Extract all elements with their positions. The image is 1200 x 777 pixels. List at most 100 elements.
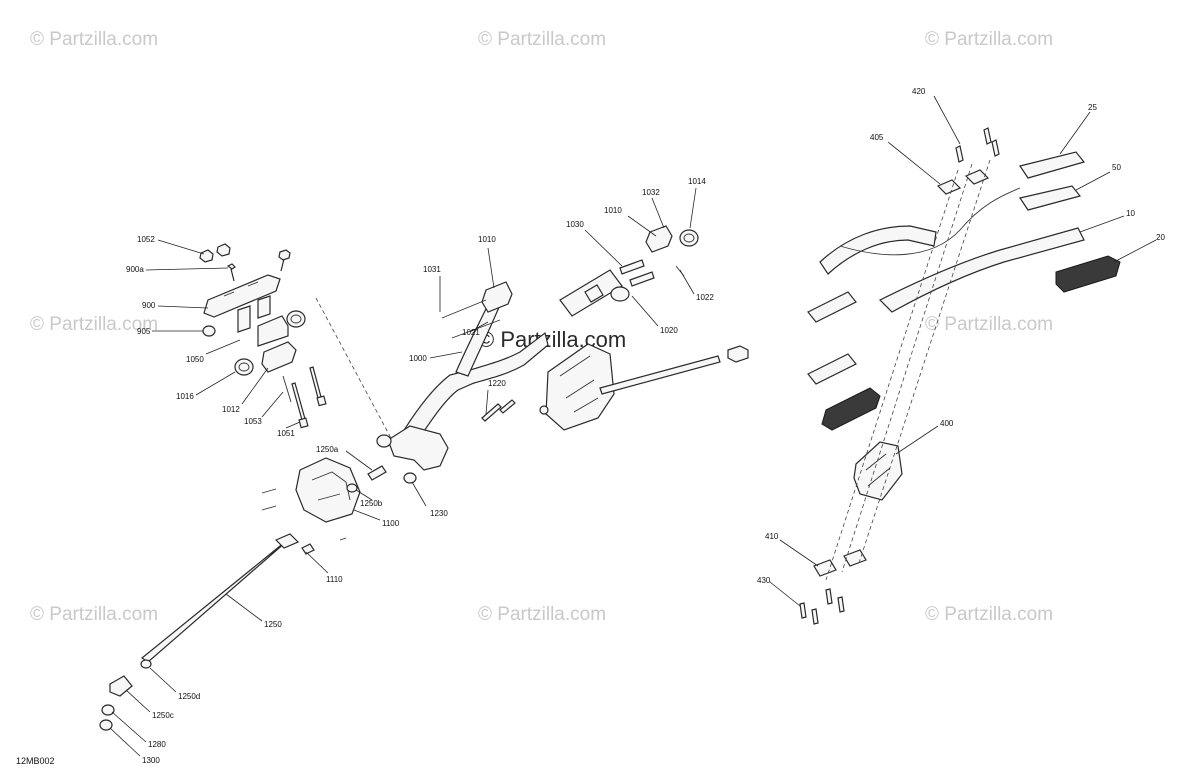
watermark-bottom-left: © Partzilla.com bbox=[30, 604, 158, 625]
screws-left bbox=[261, 488, 347, 541]
callout-labels: 1052 900a 900 905 1050 1016 1012 1053 10… bbox=[126, 87, 1165, 765]
bolt-900a bbox=[226, 263, 236, 282]
handlebar-cluster bbox=[799, 127, 1121, 625]
callout-1110: 1110 bbox=[326, 575, 343, 584]
gear-housing-bolt bbox=[539, 405, 549, 415]
callout-430: 430 bbox=[757, 576, 771, 585]
pin-1053 bbox=[282, 375, 292, 403]
callout-420: 420 bbox=[912, 87, 926, 96]
watermark-top-left: © Partzilla.com bbox=[30, 29, 158, 50]
clamp-410-b bbox=[843, 549, 867, 567]
bolt-1220-b bbox=[499, 399, 516, 414]
callout-400: 400 bbox=[940, 419, 954, 428]
bushing-ring-top-inner bbox=[290, 314, 302, 324]
callout-1250: 1250 bbox=[264, 620, 282, 629]
callout-1052: 1052 bbox=[137, 235, 155, 244]
tie-rod-right bbox=[599, 355, 721, 395]
nut-1052-b bbox=[216, 243, 231, 257]
bushing-ring-1016 bbox=[234, 358, 254, 376]
callout-900a: 900a bbox=[126, 265, 144, 274]
watermark-mid-right: © Partzilla.com bbox=[925, 314, 1053, 335]
steering-support-cluster bbox=[199, 243, 393, 441]
bushing-ring-1016-inner bbox=[238, 362, 250, 372]
pin-1030 bbox=[619, 259, 645, 275]
watermark-bottom-center: © Partzilla.com bbox=[478, 604, 606, 625]
leader-lines bbox=[109, 95, 1157, 757]
riser-400 bbox=[853, 441, 903, 501]
lower-housing-1100 bbox=[295, 457, 361, 523]
steering-gear-housing-detail bbox=[559, 355, 599, 413]
lower-shaft-1250-sleeve bbox=[274, 533, 300, 549]
callout-1053: 1053 bbox=[244, 417, 262, 426]
handlebar-left-end-b bbox=[807, 353, 857, 385]
steering-column-cluster bbox=[376, 225, 749, 484]
watermark-center: © Partzilla.com bbox=[478, 327, 626, 352]
callout-1012: 1012 bbox=[222, 405, 240, 414]
handlebar-left-end bbox=[807, 291, 857, 323]
bolt-1051-head bbox=[298, 417, 309, 429]
callout-1030: 1030 bbox=[566, 220, 584, 229]
clamp-upper bbox=[257, 315, 289, 347]
bolt-420 bbox=[955, 145, 964, 163]
watermark-mid-left: © Partzilla.com bbox=[30, 314, 158, 335]
callout-1010-left: 1010 bbox=[478, 235, 496, 244]
callout-1250c: 1250c bbox=[152, 711, 174, 720]
bolt-430-d bbox=[837, 596, 845, 613]
bolt-1031 bbox=[441, 299, 487, 319]
callout-900: 900 bbox=[142, 301, 156, 310]
clamp-405-b bbox=[964, 169, 990, 185]
pitman-arm bbox=[387, 425, 449, 471]
guide-line-handlebar-3 bbox=[857, 159, 991, 567]
watermarks: © Partzilla.com © Partzilla.com © Partzi… bbox=[30, 29, 1053, 625]
bolt-420-b bbox=[983, 127, 992, 145]
nut-1300 bbox=[99, 719, 113, 731]
clamp-lower-1012 bbox=[261, 341, 297, 373]
guide-line-handlebar-1 bbox=[825, 169, 959, 581]
support-plate-900-tab bbox=[223, 281, 259, 297]
callout-1000: 1000 bbox=[409, 354, 427, 363]
washer-1250b bbox=[346, 483, 358, 493]
guide-line-handlebar-2 bbox=[841, 163, 973, 573]
callout-1280: 1280 bbox=[148, 740, 166, 749]
callout-1014: 1014 bbox=[688, 177, 706, 186]
bolt-1220 bbox=[481, 403, 502, 422]
callout-1010-right: 1010 bbox=[604, 206, 622, 215]
callout-1300: 1300 bbox=[142, 756, 160, 765]
tie-rod-end-right bbox=[727, 345, 749, 363]
bushing-ring-top bbox=[286, 310, 306, 328]
bolt-430-b bbox=[811, 608, 819, 625]
callout-405: 405 bbox=[870, 133, 884, 142]
handlebar-upper bbox=[819, 225, 937, 275]
bushing-1020 bbox=[610, 286, 630, 302]
washer-1280 bbox=[101, 704, 115, 716]
watermark-top-right: © Partzilla.com bbox=[925, 29, 1053, 50]
nut-1052 bbox=[199, 249, 214, 263]
callout-20: 20 bbox=[1156, 233, 1165, 242]
callout-1250b: 1250b bbox=[360, 499, 383, 508]
clamp-1010-left bbox=[481, 281, 513, 313]
guide-line-support bbox=[315, 297, 393, 441]
bolt-420-c bbox=[991, 139, 1000, 157]
bolt-430-c bbox=[825, 588, 833, 605]
ring-1250d bbox=[140, 659, 152, 669]
callout-1250a: 1250a bbox=[316, 445, 339, 454]
bolt-head bbox=[278, 249, 291, 272]
grip-50 bbox=[1019, 185, 1082, 211]
callout-1230: 1230 bbox=[430, 509, 448, 518]
nut-905 bbox=[202, 325, 216, 337]
callout-1220: 1220 bbox=[488, 379, 506, 388]
callout-50: 50 bbox=[1112, 163, 1121, 172]
steering-gear-housing bbox=[545, 343, 615, 431]
grip-25 bbox=[1019, 151, 1086, 179]
bolt-1051-b bbox=[309, 366, 322, 399]
riser-400-detail bbox=[865, 453, 891, 487]
callout-905: 905 bbox=[137, 327, 151, 336]
pin-1020 bbox=[629, 271, 655, 287]
callout-10: 10 bbox=[1126, 209, 1135, 218]
rod-end-1250c bbox=[109, 675, 133, 697]
bushing-1050 bbox=[237, 305, 251, 333]
clamp-1010-right bbox=[645, 225, 673, 253]
callout-1020: 1020 bbox=[660, 326, 678, 335]
callout-1031: 1031 bbox=[423, 265, 441, 274]
